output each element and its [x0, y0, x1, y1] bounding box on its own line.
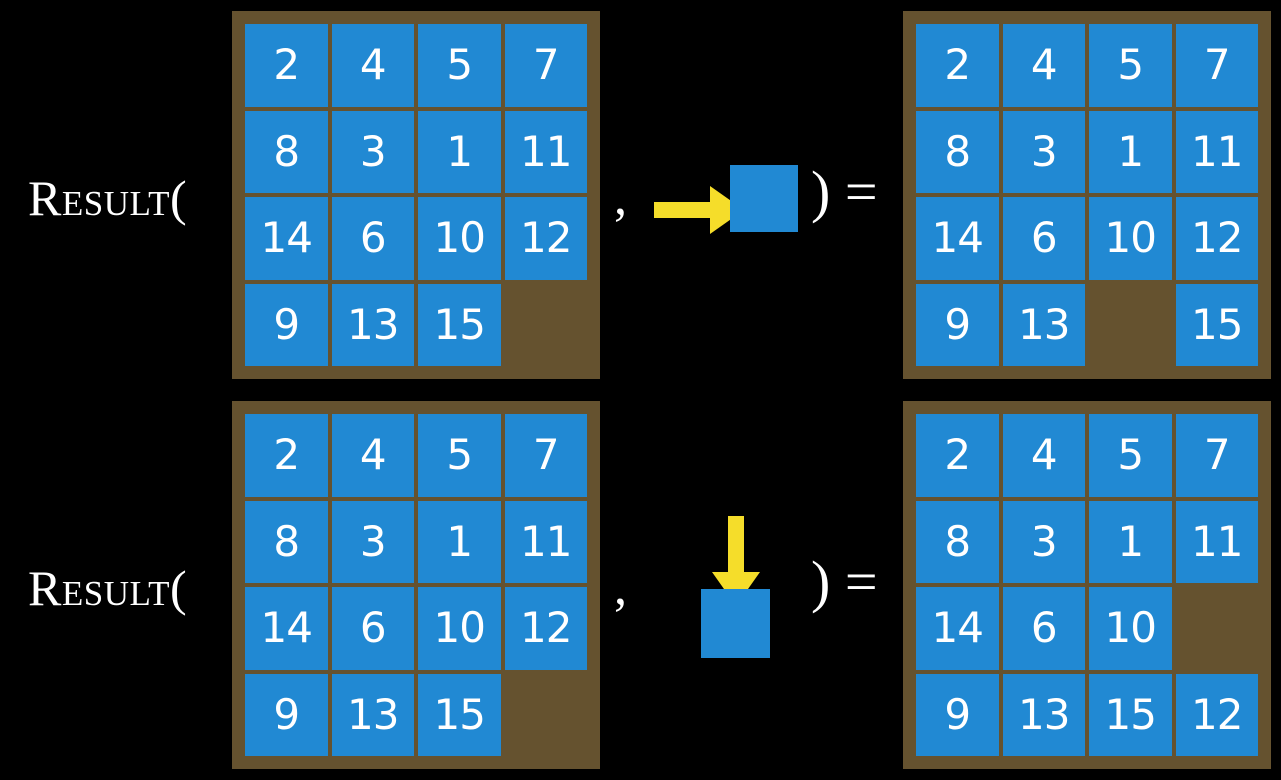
operator-area: , ) =	[600, 0, 900, 390]
puzzle-blank-cell[interactable]	[1089, 283, 1172, 366]
puzzle-tile[interactable]: 15	[418, 673, 501, 756]
puzzle-tile[interactable]: 9	[245, 283, 328, 366]
puzzle-tile[interactable]: 9	[916, 673, 999, 756]
puzzle-tile[interactable]: 1	[1089, 500, 1172, 583]
puzzle-tile[interactable]: 11	[504, 110, 587, 193]
puzzle-tile[interactable]: 1	[418, 500, 501, 583]
puzzle-tile[interactable]: 3	[1002, 110, 1085, 193]
puzzle-tile[interactable]: 2	[916, 414, 999, 497]
puzzle-tile[interactable]: 12	[504, 197, 587, 280]
puzzle-tile[interactable]: 14	[916, 197, 999, 280]
puzzle-grid: 2 4 5 7 8 3 1 11 14 6 10 9 13 15 12	[916, 414, 1258, 756]
puzzle-tile[interactable]: 12	[504, 587, 587, 670]
comma-separator: ,	[614, 169, 627, 226]
puzzle-tile[interactable]: 15	[1175, 283, 1258, 366]
input-board: 2 4 5 7 8 3 1 11 14 6 10 12 9 13 15	[232, 11, 600, 379]
page-title: Result(	[28, 170, 188, 226]
puzzle-tile[interactable]: 1	[418, 110, 501, 193]
puzzle-tile[interactable]: 3	[1002, 500, 1085, 583]
puzzle-tile[interactable]: 6	[331, 587, 414, 670]
puzzle-tile[interactable]: 2	[245, 414, 328, 497]
puzzle-grid: 2 4 5 7 8 3 1 11 14 6 10 12 9 13 15	[916, 24, 1258, 366]
puzzle-tile[interactable]: 9	[245, 673, 328, 756]
action-tile[interactable]	[701, 589, 770, 658]
puzzle-tile[interactable]: 11	[1175, 500, 1258, 583]
puzzle-tile[interactable]: 8	[245, 110, 328, 193]
puzzle-tile[interactable]: 14	[916, 587, 999, 670]
puzzle-tile[interactable]: 4	[331, 414, 414, 497]
output-board: 2 4 5 7 8 3 1 11 14 6 10 9 13 15 12	[903, 401, 1271, 769]
puzzle-tile[interactable]: 2	[245, 24, 328, 107]
close-paren-equals: ) =	[811, 159, 878, 224]
puzzle-tile[interactable]: 15	[418, 283, 501, 366]
puzzle-tile[interactable]: 5	[418, 24, 501, 107]
puzzle-tile[interactable]: 7	[504, 24, 587, 107]
puzzle-grid: 2 4 5 7 8 3 1 11 14 6 10 12 9 13 15	[245, 24, 587, 366]
puzzle-tile[interactable]: 3	[331, 500, 414, 583]
result-equation-row: Result( 2 4 5 7 8 3 1 11 14 6 10 12 9 13…	[0, 390, 1281, 780]
puzzle-tile[interactable]: 8	[916, 500, 999, 583]
operator-area: , ) =	[600, 390, 900, 780]
puzzle-tile[interactable]: 6	[1002, 587, 1085, 670]
puzzle-tile[interactable]: 5	[418, 414, 501, 497]
puzzle-blank-cell[interactable]	[1175, 587, 1258, 670]
puzzle-blank-cell[interactable]	[504, 283, 587, 366]
puzzle-tile[interactable]: 13	[331, 283, 414, 366]
puzzle-tile[interactable]: 11	[504, 500, 587, 583]
puzzle-tile[interactable]: 14	[245, 587, 328, 670]
comma-separator: ,	[614, 559, 627, 616]
puzzle-tile[interactable]: 13	[331, 673, 414, 756]
puzzle-tile[interactable]: 8	[916, 110, 999, 193]
puzzle-tile[interactable]: 10	[418, 197, 501, 280]
puzzle-tile[interactable]: 14	[245, 197, 328, 280]
puzzle-tile[interactable]: 9	[916, 283, 999, 366]
output-board: 2 4 5 7 8 3 1 11 14 6 10 12 9 13 15	[903, 11, 1271, 379]
puzzle-tile[interactable]: 6	[1002, 197, 1085, 280]
puzzle-tile[interactable]: 3	[331, 110, 414, 193]
puzzle-blank-cell[interactable]	[504, 673, 587, 756]
arrow-right-icon	[654, 186, 744, 234]
puzzle-tile[interactable]: 10	[418, 587, 501, 670]
input-board: 2 4 5 7 8 3 1 11 14 6 10 12 9 13 15	[232, 401, 600, 769]
puzzle-tile[interactable]: 13	[1002, 673, 1085, 756]
puzzle-tile[interactable]: 11	[1175, 110, 1258, 193]
puzzle-tile[interactable]: 15	[1089, 673, 1172, 756]
page-title: Result(	[28, 560, 188, 616]
arrow-down-icon	[712, 516, 760, 606]
puzzle-tile[interactable]: 12	[1175, 673, 1258, 756]
puzzle-tile[interactable]: 2	[916, 24, 999, 107]
puzzle-tile[interactable]: 13	[1002, 283, 1085, 366]
puzzle-tile[interactable]: 12	[1175, 197, 1258, 280]
puzzle-tile[interactable]: 5	[1089, 414, 1172, 497]
puzzle-tile[interactable]: 4	[1002, 24, 1085, 107]
close-paren-equals: ) =	[811, 549, 878, 614]
puzzle-tile[interactable]: 8	[245, 500, 328, 583]
puzzle-tile[interactable]: 4	[331, 24, 414, 107]
puzzle-tile[interactable]: 1	[1089, 110, 1172, 193]
action-tile[interactable]	[730, 165, 798, 232]
puzzle-tile[interactable]: 7	[504, 414, 587, 497]
puzzle-tile[interactable]: 10	[1089, 197, 1172, 280]
puzzle-tile[interactable]: 7	[1175, 414, 1258, 497]
puzzle-tile[interactable]: 5	[1089, 24, 1172, 107]
puzzle-tile[interactable]: 4	[1002, 414, 1085, 497]
puzzle-tile[interactable]: 7	[1175, 24, 1258, 107]
puzzle-tile[interactable]: 10	[1089, 587, 1172, 670]
puzzle-grid: 2 4 5 7 8 3 1 11 14 6 10 12 9 13 15	[245, 414, 587, 756]
result-equation-row: Result( 2 4 5 7 8 3 1 11 14 6 10 12 9 13…	[28, 0, 1271, 390]
puzzle-tile[interactable]: 6	[331, 197, 414, 280]
